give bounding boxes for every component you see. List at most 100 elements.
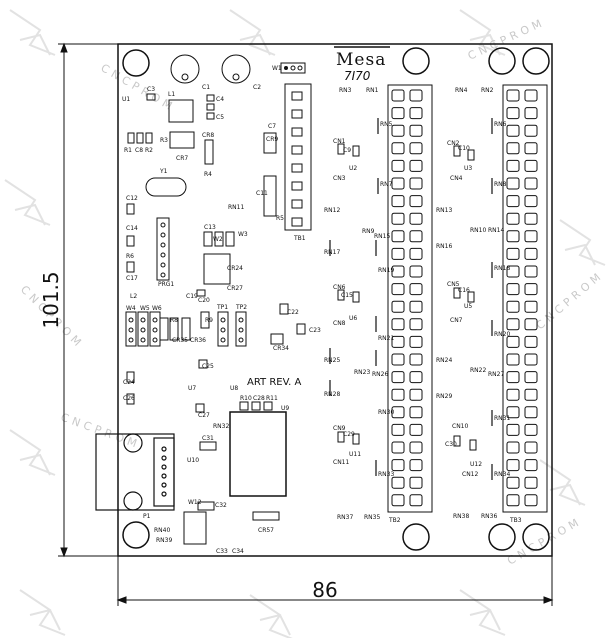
- terminal-pin: [524, 335, 538, 348]
- terminal-pin: [409, 335, 423, 348]
- w1-header: [280, 62, 306, 74]
- terminal-pin: [524, 89, 538, 102]
- terminal-pin: [524, 388, 538, 401]
- label-rn11: RN11: [228, 204, 244, 211]
- label-rn31: RN31: [494, 415, 510, 422]
- label-y1: Y1: [159, 168, 168, 175]
- label-tb1: TB1: [293, 235, 306, 242]
- tb2-pins: [391, 89, 423, 507]
- label-rn30: RN30: [378, 409, 394, 416]
- label-rn38: RN38: [453, 513, 469, 520]
- terminal-pin: [391, 247, 405, 260]
- terminal-pin: [409, 476, 423, 489]
- terminal-pin: [391, 318, 405, 331]
- terminal-pin: [506, 371, 520, 384]
- label-rn29: RN29: [436, 393, 452, 400]
- label-u7: U7: [188, 385, 196, 392]
- label-cn12: CN12: [462, 471, 478, 478]
- terminal-pin: [524, 195, 538, 208]
- terminal-pin: [524, 159, 538, 172]
- jumper-headers: [125, 311, 247, 347]
- terminal-pin: [391, 335, 405, 348]
- terminal-pin: [409, 494, 423, 507]
- terminal-pin: [391, 283, 405, 296]
- label-u5: U5: [464, 303, 472, 310]
- label-r5: R5: [276, 215, 284, 222]
- label-w4: W4: [126, 305, 136, 312]
- terminal-pin: [391, 265, 405, 278]
- small-components: [126, 93, 477, 521]
- label-c3: C3: [147, 86, 155, 93]
- terminal-pin: [506, 406, 520, 419]
- label-rn12: RN12: [324, 207, 340, 214]
- terminal-pin: [524, 247, 538, 260]
- label-w2: W2: [213, 236, 223, 243]
- terminal-pin: [524, 230, 538, 243]
- label-r9: R9: [205, 317, 213, 324]
- label-w1: W1: [272, 65, 282, 72]
- label-c26: C26: [123, 395, 135, 402]
- art-revision: ART REV. A: [247, 377, 302, 388]
- brand-logo: Mesa: [336, 50, 386, 70]
- terminal-pin: [391, 142, 405, 155]
- terminal-pin: [391, 195, 405, 208]
- terminal-pin: [524, 124, 538, 137]
- terminal-pin: [409, 318, 423, 331]
- terminal-pin: [409, 89, 423, 102]
- label-cn9: CN9: [333, 425, 346, 432]
- label-rn40: RN40: [154, 527, 170, 534]
- terminal-pin: [409, 142, 423, 155]
- watermark-text: CNCPROM: [534, 268, 607, 332]
- terminal-pin: [524, 265, 538, 278]
- terminal-pin: [506, 300, 520, 313]
- label-cr8: CR8: [202, 132, 214, 139]
- label-r3: R3: [160, 137, 168, 144]
- label-u12: U12: [470, 461, 482, 468]
- label-cr24: CR24: [227, 265, 243, 272]
- label-c19: C19: [186, 293, 198, 300]
- label-rn18: RN18: [494, 265, 510, 272]
- watermark-text: CNCPROM: [59, 411, 142, 452]
- terminal-pin: [506, 107, 520, 120]
- label-c5: C5: [216, 114, 224, 121]
- label-c22: C22: [287, 309, 299, 316]
- label-cn10: CN10: [452, 423, 468, 430]
- label-c27: C27: [198, 412, 210, 419]
- terminal-pin: [524, 107, 538, 120]
- label-c11: C11: [256, 190, 268, 197]
- prg1-header: [156, 217, 170, 281]
- label-cr36: CR36: [190, 337, 206, 344]
- terminal-pin: [524, 476, 538, 489]
- terminal-pin: [524, 406, 538, 419]
- board-outline: [117, 43, 553, 557]
- label-tb3: TB3: [509, 517, 522, 524]
- label-cn11: CN11: [333, 459, 349, 466]
- resistor-networks: [329, 118, 493, 480]
- label-rn15: RN15: [374, 233, 390, 240]
- label-cr27: CR27: [227, 285, 243, 292]
- terminal-pin: [409, 406, 423, 419]
- label-rn33: RN33: [378, 471, 394, 478]
- label-cn2: CN2: [447, 140, 460, 147]
- terminal-pin: [409, 371, 423, 384]
- terminal-pin: [506, 142, 520, 155]
- terminal-pin: [506, 283, 520, 296]
- terminal-pin: [391, 388, 405, 401]
- label-c32: C32: [215, 502, 227, 509]
- watermark-text: CNCPROM: [99, 61, 178, 114]
- terminal-pin: [506, 388, 520, 401]
- tb2-terminal: [387, 84, 433, 513]
- terminal-pin: [524, 423, 538, 436]
- label-rn7: RN7: [380, 181, 393, 188]
- p1-connector: [95, 433, 175, 511]
- label-u8: U8: [230, 385, 238, 392]
- label-r4: R4: [204, 171, 212, 178]
- terminal-pin: [524, 142, 538, 155]
- label-p1: P1: [143, 513, 151, 520]
- label-cn7: CN7: [450, 317, 463, 324]
- label-rn25: RN25: [324, 357, 340, 364]
- label-rn19: RN19: [378, 267, 394, 274]
- terminal-pin: [391, 300, 405, 313]
- label-rn17: RN17: [324, 249, 340, 256]
